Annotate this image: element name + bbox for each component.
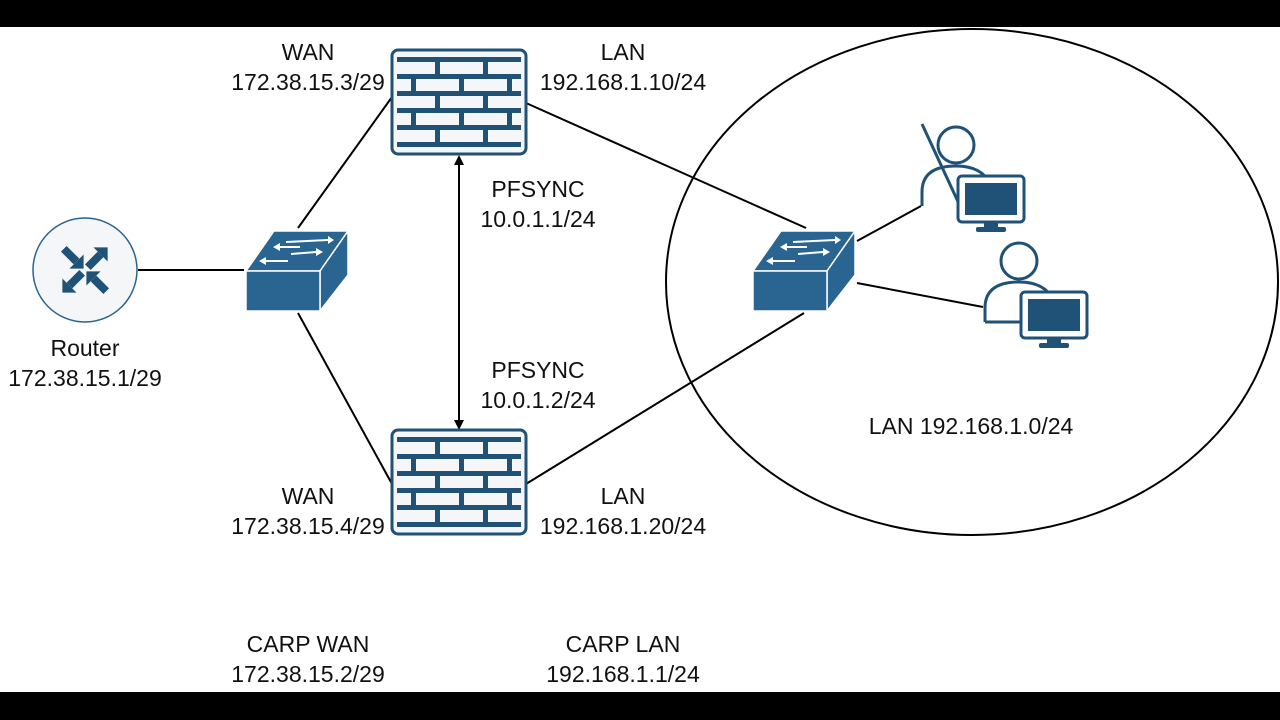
firewall-top-wan-label: WAN 172.38.15.3/29 [231, 37, 384, 97]
pfsync-top-label: PFSYNC 10.0.1.1/24 [480, 174, 595, 234]
pfsync-top-ip: 10.0.1.1/24 [480, 206, 596, 232]
letterbox-top [0, 0, 1280, 27]
carp-lan-ip: 192.168.1.1/24 [546, 661, 700, 687]
firewall-top-lan-label: LAN 192.168.1.10/24 [540, 37, 706, 97]
router-ip: 172.38.15.1/29 [8, 365, 162, 391]
carp-wan-name: CARP WAN [246, 631, 370, 657]
firewall-bottom-lan-ip: 192.168.1.20/24 [539, 513, 707, 539]
firewall-bottom-wan-ip: 172.38.15.4/29 [231, 513, 385, 539]
firewall-top-wan-name: WAN [281, 39, 335, 65]
edge-lan-switch-user-1 [856, 205, 922, 242]
pfsync-top-name: PFSYNC [491, 176, 585, 202]
carp-wan-label: CARP WAN 172.38.15.2/29 [231, 629, 384, 689]
firewall-top-wan-ip: 172.38.15.3/29 [231, 69, 385, 95]
firewall-top-lan-name: LAN [600, 39, 646, 65]
firewall-bottom-icon[interactable] [390, 428, 528, 536]
pfsync-bottom-name: PFSYNC [491, 357, 585, 383]
edge-firewall-top-lan-switch [525, 102, 807, 229]
router-icon[interactable] [32, 217, 138, 323]
lan-zone-ellipse [665, 28, 1279, 536]
firewall-top-lan-ip: 192.168.1.10/24 [539, 69, 707, 95]
letterbox-bottom [0, 692, 1280, 720]
firewall-bottom-lan-label: LAN 192.168.1.20/24 [540, 481, 706, 541]
firewall-top-icon[interactable] [390, 48, 528, 156]
carp-lan-name: CARP LAN [565, 631, 681, 657]
edge-lan-switch-user-2 [856, 282, 984, 308]
firewall-bottom-lan-name: LAN [600, 483, 646, 509]
user-workstation-2-icon[interactable] [983, 241, 1089, 348]
carp-wan-ip: 172.38.15.2/29 [231, 661, 385, 687]
router-name: Router [50, 335, 120, 361]
edge-wan-switch-firewall-top [297, 96, 393, 229]
edge-wan-switch-firewall-bottom [297, 312, 393, 485]
diagram-canvas [0, 27, 1280, 692]
connections [138, 96, 984, 485]
pfsync-bottom-label: PFSYNC 10.0.1.2/24 [480, 355, 595, 415]
pfsync-bottom-ip: 10.0.1.2/24 [480, 387, 596, 413]
lan-switch-icon[interactable] [751, 228, 857, 314]
lan-zone-label: LAN 192.168.1.0/24 [868, 413, 1074, 439]
router-label: Router 172.38.15.1/29 [8, 333, 161, 393]
edge-firewall-bottom-lan-switch [525, 312, 805, 485]
firewall-bottom-wan-name: WAN [281, 483, 335, 509]
user-workstation-1-icon[interactable] [920, 123, 1026, 232]
carp-lan-label: CARP LAN 192.168.1.1/24 [546, 629, 699, 689]
firewall-bottom-wan-label: WAN 172.38.15.4/29 [231, 481, 384, 541]
wan-switch-icon[interactable] [244, 228, 350, 314]
